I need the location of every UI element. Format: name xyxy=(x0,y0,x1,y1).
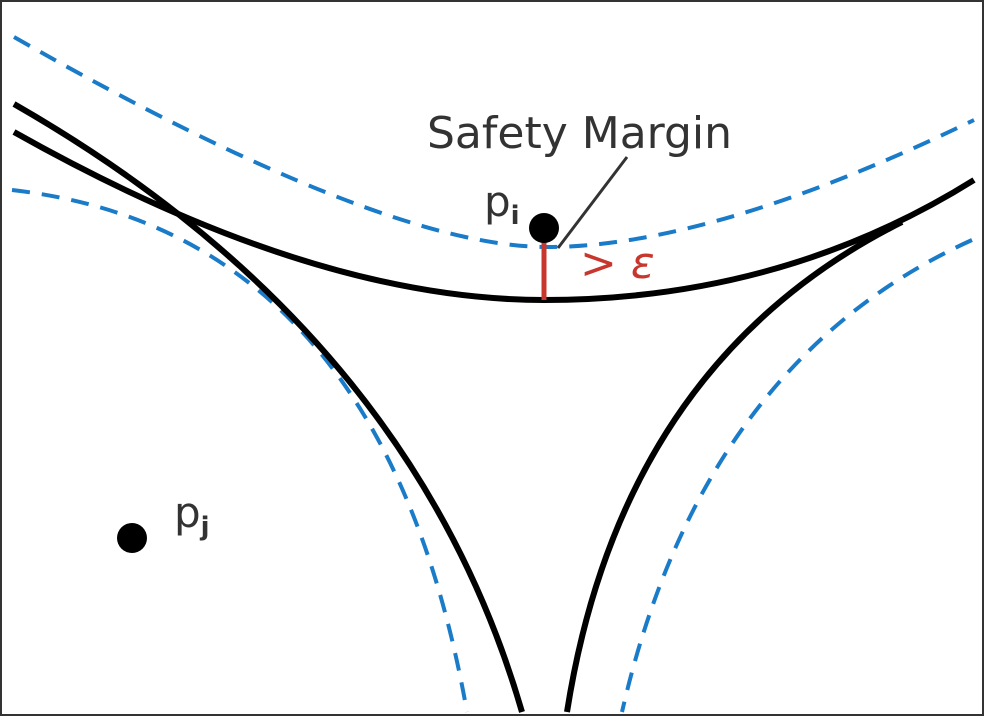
margin-curve-left xyxy=(11,188,469,713)
point-j-label-base: p xyxy=(174,488,201,537)
point-j-label: pj xyxy=(174,488,210,542)
safety-margin-label: Safety Margin xyxy=(427,108,732,159)
point-j-label-sub: j xyxy=(200,512,210,542)
point-i-label-sub: i xyxy=(511,201,520,231)
margin-curve-right xyxy=(620,238,973,713)
point-i-label: pi xyxy=(484,177,520,231)
margin-curve-top xyxy=(13,35,975,250)
point-j-marker xyxy=(117,523,147,553)
epsilon-label: > ε xyxy=(580,238,655,289)
callout-arrow-line xyxy=(556,156,629,249)
boundary-curve-right xyxy=(564,219,904,713)
point-i-marker xyxy=(529,213,559,243)
boundary-curve-left xyxy=(12,101,525,713)
point-i-label-base: p xyxy=(484,177,511,226)
